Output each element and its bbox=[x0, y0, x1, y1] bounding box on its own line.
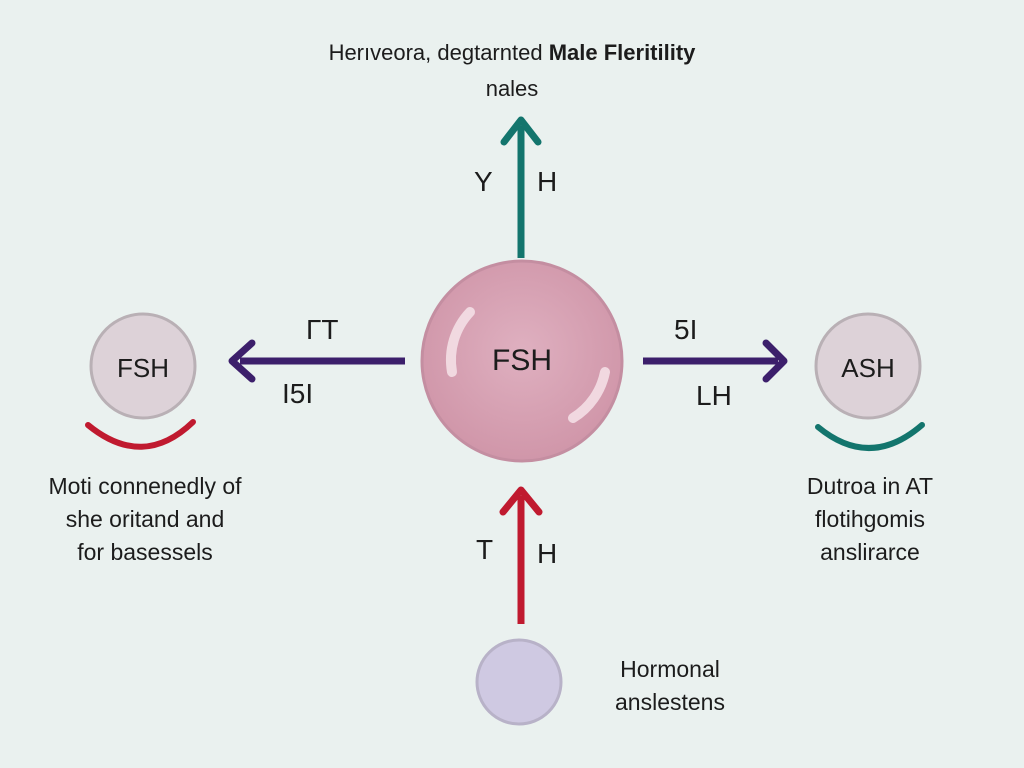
right-description: Dutroa in AT flotihgomis anslirarce bbox=[770, 470, 970, 569]
bottom-node bbox=[475, 638, 563, 726]
left-description-line: for basessels bbox=[77, 539, 213, 565]
diagram-title: Herıveora, degtarnted Male Fleritility bbox=[0, 40, 1024, 66]
right-arrow-lower-label: LH bbox=[696, 380, 732, 411]
title-bold: Male Fleritility bbox=[548, 40, 696, 65]
diagram-subtitle: nales bbox=[485, 76, 539, 101]
center-node bbox=[420, 259, 624, 463]
bottom-description-line: anslestens bbox=[615, 689, 725, 715]
bottom-arrow-left-label: T bbox=[476, 534, 494, 565]
arrow-up-bottom bbox=[499, 486, 543, 624]
right-node bbox=[814, 312, 925, 451]
right-node-label: ASH bbox=[841, 353, 895, 383]
left-description-line: she oritand and bbox=[65, 506, 225, 532]
left-arrow-lower-label: Ι5Ι bbox=[282, 378, 314, 409]
bottom-arrow-right-label: H bbox=[537, 538, 558, 569]
right-description-line: anslirarce bbox=[820, 539, 920, 565]
right-description-line: Dutroa in AT bbox=[806, 473, 934, 499]
left-description: Moti connenedly of she oritand and for b… bbox=[20, 470, 270, 569]
top-arrow-left-label: Y bbox=[474, 166, 493, 197]
left-description-line: Moti connenedly of bbox=[48, 473, 242, 499]
title-regular: Herıveora, degtarnted bbox=[328, 40, 549, 65]
bottom-description: Hormonal anslestens bbox=[585, 653, 755, 719]
left-node-label: FSH bbox=[117, 353, 169, 383]
center-node-label: FSH bbox=[492, 344, 552, 377]
arrow-right bbox=[643, 339, 788, 383]
bottom-description-line: Hormonal bbox=[620, 656, 720, 682]
arrow-up bbox=[500, 116, 542, 258]
right-arrow-upper-label: 5Ι bbox=[674, 314, 698, 345]
right-description-line: flotihgomis bbox=[815, 506, 925, 532]
arrow-left bbox=[228, 339, 405, 383]
left-arrow-upper-label: ΓT bbox=[306, 314, 339, 345]
left-node bbox=[85, 312, 197, 450]
top-arrow-right-label: H bbox=[537, 166, 558, 197]
